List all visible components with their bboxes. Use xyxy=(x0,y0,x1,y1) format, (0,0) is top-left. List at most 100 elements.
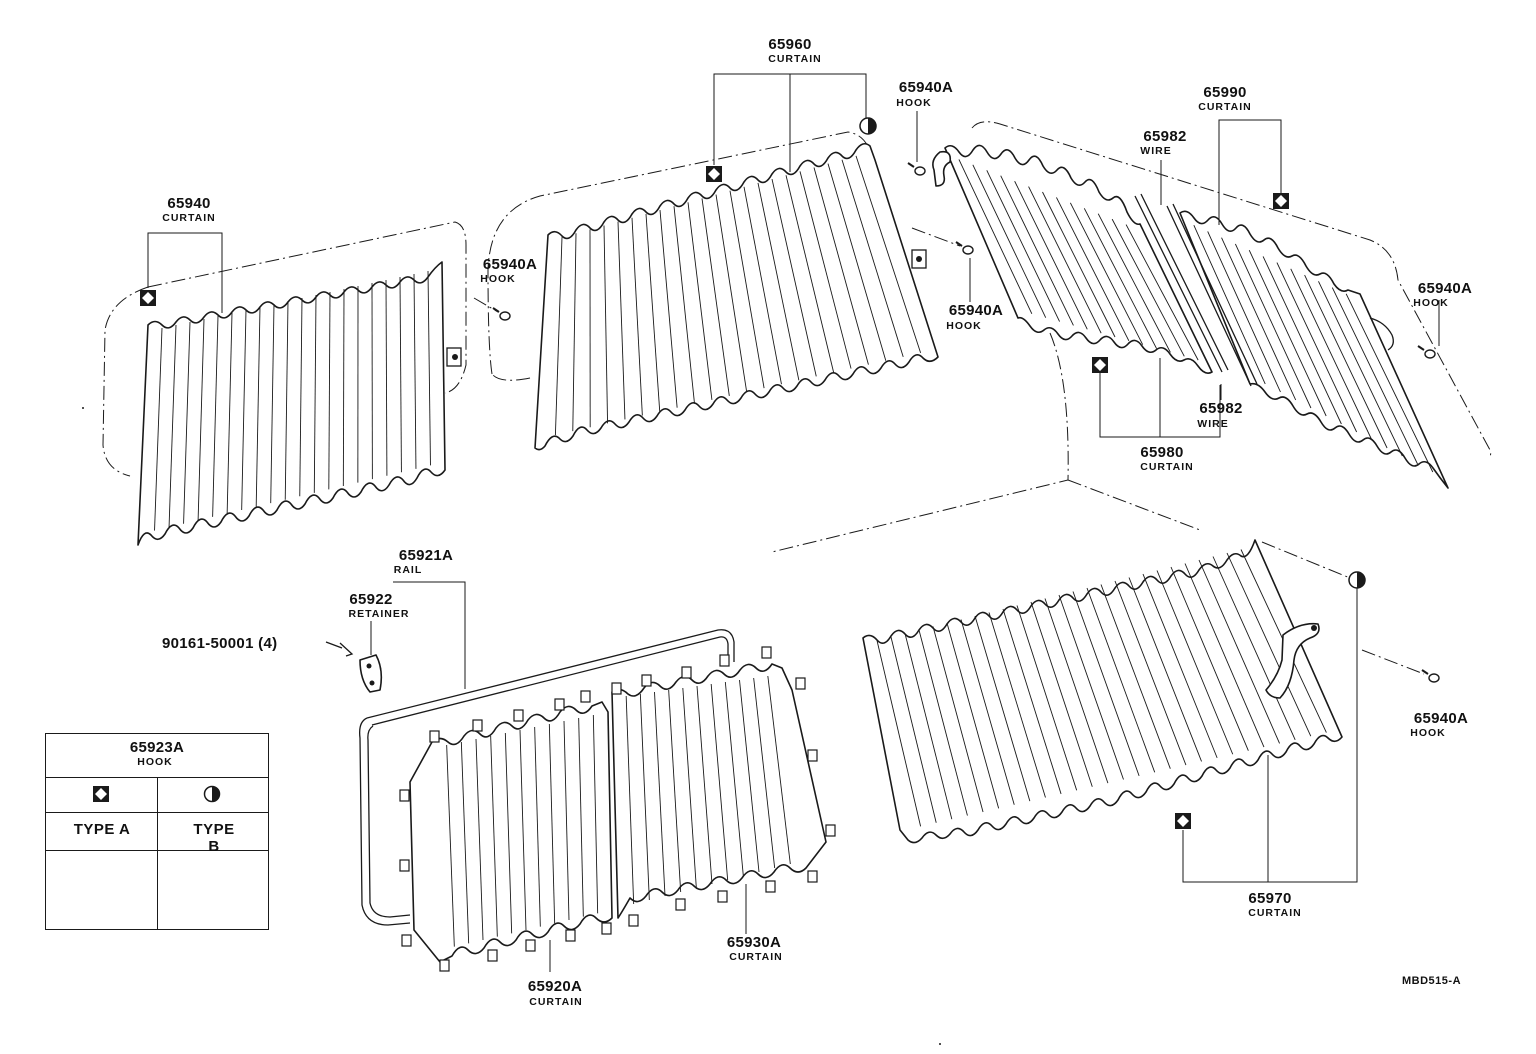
type-a-hook-marker xyxy=(1092,357,1108,373)
pleat-line xyxy=(631,217,643,416)
pleat-line xyxy=(972,164,1047,318)
pleat-line xyxy=(1128,577,1202,762)
pleat-line xyxy=(659,210,678,408)
pleat-line xyxy=(743,186,782,385)
pleat-line xyxy=(729,190,765,389)
pleat-line xyxy=(890,636,937,823)
label-65922-number: 65922 xyxy=(349,591,393,608)
pleat-line xyxy=(1016,605,1078,791)
label-65990-name: CURTAIN xyxy=(1198,101,1252,113)
pleat-line xyxy=(427,270,431,466)
pleat-line xyxy=(1262,256,1342,425)
pleat-line xyxy=(639,693,650,901)
pleat-line xyxy=(1318,281,1403,457)
pleat-line xyxy=(1014,180,1088,330)
pleat-line xyxy=(701,198,730,397)
pleat-line xyxy=(1193,225,1266,385)
curtain-tab xyxy=(399,859,410,872)
pleat-line xyxy=(284,300,289,500)
pleat-line xyxy=(654,691,666,897)
pleat-line xyxy=(1058,594,1124,780)
label-hook-mid-name: HOOK xyxy=(946,320,982,332)
legend-diamond-symbol-icon xyxy=(93,786,109,802)
label-screw-number: 90161-50001 (4) xyxy=(162,635,278,652)
pleat-line xyxy=(255,306,261,507)
pleat-line xyxy=(460,741,470,944)
pleat-line xyxy=(1097,213,1171,353)
curtain-65990-outline xyxy=(971,121,1492,459)
label-65922-name: RETAINER xyxy=(348,608,410,620)
curtain-tab xyxy=(439,959,450,972)
curtain-65960-group xyxy=(487,73,939,451)
scan-specks xyxy=(82,407,941,1045)
pleat-line xyxy=(534,726,541,927)
pleat-line xyxy=(1042,191,1116,338)
curtain-tab xyxy=(565,929,576,942)
curtain-65960-pleats xyxy=(554,155,922,436)
curtain-65980-65990-group xyxy=(771,119,1492,553)
pleat-line xyxy=(1226,552,1312,737)
curtain-65990-panel xyxy=(1179,210,1449,489)
label-hook-right-number: 65940A xyxy=(1417,280,1473,297)
curtain-65960-panel xyxy=(534,142,939,451)
pleat-line xyxy=(554,237,563,436)
curtain-tab xyxy=(611,682,622,695)
label-65982-bottom-number: 65982 xyxy=(1199,400,1243,417)
label-65940-name: CURTAIN xyxy=(162,212,216,224)
curtain-65990-bracket xyxy=(1369,317,1394,351)
pleat-line xyxy=(1234,243,1312,409)
pleat-line xyxy=(592,714,599,914)
curtain-tab xyxy=(487,949,498,962)
curtain-tab xyxy=(717,890,728,903)
curtain-65970-pleats xyxy=(876,549,1327,827)
curtain-65930a-tabs xyxy=(611,646,836,927)
label-65921a-number: 65921A xyxy=(398,547,454,564)
leader-65921a xyxy=(393,581,466,689)
pleat-line xyxy=(753,677,776,869)
pleat-line xyxy=(757,182,800,381)
label-hook-mid-number: 65940A xyxy=(948,302,1004,319)
pleat-line xyxy=(490,735,498,937)
pleat-line xyxy=(1069,202,1144,345)
leader-65990 xyxy=(1218,119,1282,225)
pleat-line xyxy=(841,159,904,357)
label-65982-top-number: 65982 xyxy=(1143,128,1187,145)
label-65980-number: 65980 xyxy=(1140,444,1184,461)
type-a-hook-marker xyxy=(1175,813,1191,829)
wire-65982-upper xyxy=(1134,193,1229,373)
hook-65940a-mid xyxy=(955,241,974,255)
pleat-line xyxy=(974,615,1031,802)
curtain-65940-group xyxy=(102,221,467,546)
legend-column-divider xyxy=(157,777,158,929)
leader-65970 xyxy=(1182,588,1358,883)
pleat-line xyxy=(1304,274,1388,449)
label-hook-left-number: 65940A xyxy=(482,256,538,273)
hooks xyxy=(473,111,1440,683)
legend-title-name: HOOK xyxy=(137,756,173,768)
pleat-line xyxy=(1002,608,1062,795)
curtain-tab xyxy=(807,749,818,762)
pleat-line xyxy=(446,744,455,947)
hook-65940a-left xyxy=(492,307,511,321)
pleat-line xyxy=(1248,249,1327,417)
pleat-line xyxy=(673,206,695,404)
pleat-line xyxy=(696,685,713,885)
legend-type-b: TYPE B xyxy=(193,821,235,855)
pleat-line xyxy=(988,612,1046,798)
label-65982-top-name: WIRE xyxy=(1140,145,1172,157)
type-b-hook-marker xyxy=(1348,571,1366,589)
label-65970-name: CURTAIN xyxy=(1248,907,1302,919)
rail-65921a-side xyxy=(359,717,411,926)
type-b-hook-marker xyxy=(859,117,877,135)
label-hook-top-number: 65940A xyxy=(898,79,954,96)
pleat-line xyxy=(960,619,1015,805)
label-65990-number: 65990 xyxy=(1203,84,1247,101)
pleat-line xyxy=(799,171,852,369)
label-hook-lower-number: 65940A xyxy=(1413,710,1469,727)
pleat-line xyxy=(1056,197,1130,342)
curtain-rail-assembly xyxy=(325,581,836,972)
curtain-65970-bracket xyxy=(1265,622,1320,699)
pleat-line xyxy=(813,167,869,365)
pleat-line xyxy=(932,626,984,813)
pleat-line xyxy=(625,695,635,905)
